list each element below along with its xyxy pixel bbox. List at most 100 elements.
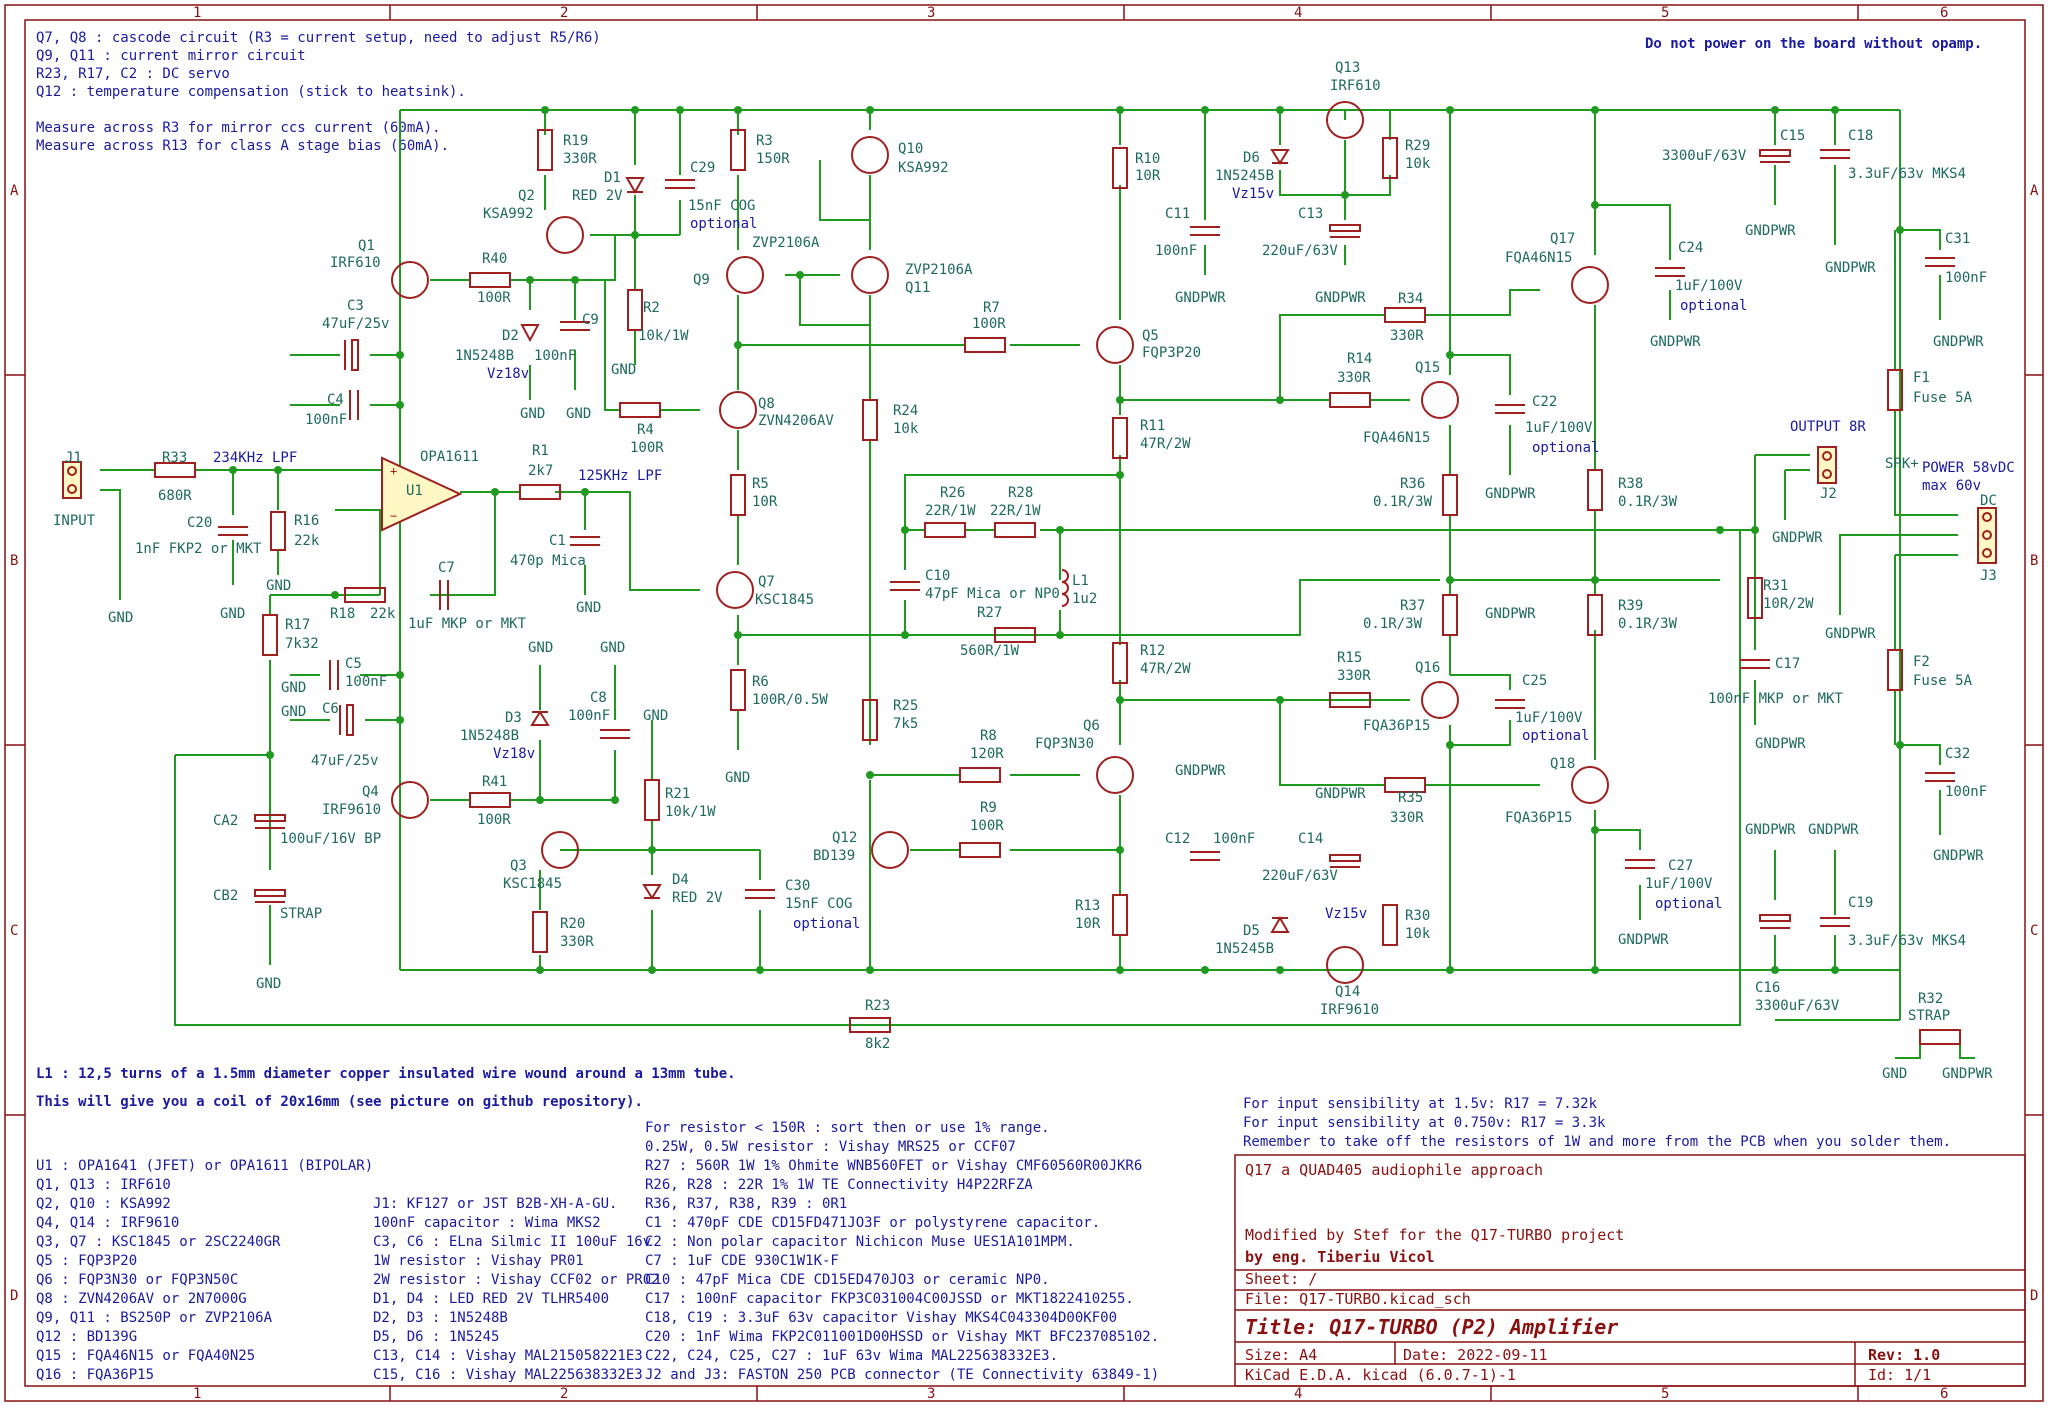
component-label: R29 [1405,138,1430,154]
component-label: FQA46N15 [1363,430,1430,446]
component-label: GND [725,770,750,786]
component-label: STRAP [1908,1008,1950,1024]
component-label: BD139 [813,848,855,864]
svg-text:Q5 : FQP3P20: Q5 : FQP3P20 [36,1253,137,1269]
component-label: L1 [1072,573,1089,589]
component-label: Q15 [1415,360,1440,376]
component-label: SPK+ [1885,456,1919,472]
component-label: 47uF/25v [322,316,389,332]
component-label: OUTPUT 8R [1790,419,1866,435]
component-label: ZVN4206AV [758,413,834,429]
component-label: Q9 [693,272,710,288]
component-label: 330R [563,151,597,167]
svg-text:C1 : 470pF CDE CD15FD471JO3F o: C1 : 470pF CDE CD15FD471JO3F or polystyr… [645,1215,1100,1231]
component-label: 470p Mica [510,553,586,569]
component-label: 10k [893,421,919,437]
component-label: optional [793,916,860,932]
component-label: C24 [1678,240,1703,256]
svg-text:U1 : OPA1641 (JFET) or OPA1611: U1 : OPA1641 (JFET) or OPA1611 (BIPOLAR) [36,1158,373,1174]
component-label: R23 [865,998,890,1014]
component-label: GNDPWR [1755,736,1806,752]
note-line: Q9, Q11 : current mirror circuit [36,48,306,64]
component-label: optional [1522,728,1589,744]
component-label: Q11 [905,280,930,296]
svg-text:R36, R37, R38, R39 : 0R1: R36, R37, R38, R39 : 0R1 [645,1196,847,1212]
component-label: FQP3N30 [1035,736,1094,752]
component-label: 3.3uF/63v MKS4 [1848,166,1966,182]
svg-text:R26, R28 : 22R 1% 1W TE Connec: R26, R28 : 22R 1% 1W TE Connectivity H4P… [645,1177,1033,1193]
frame-col-2: 2 [560,5,568,21]
component-label: 220uF/63V [1262,868,1338,884]
bom-column-1: U1 : OPA1641 (JFET) or OPA1611 (BIPOLAR)… [36,1158,373,1383]
frame-col-4-bottom: 4 [1294,1386,1302,1402]
component-label: U1 [406,483,423,499]
component-label: F1 [1913,370,1930,386]
component-label: 1N5245B [1215,168,1274,184]
component-label: 330R [560,934,594,950]
svg-text:Q3, Q7 : KSC1845 or 2SC2240GR: Q3, Q7 : KSC1845 or 2SC2240GR [36,1234,281,1250]
component-label: 1uF/100V [1525,420,1593,436]
bom-column-2: J1: KF127 or JST B2B-XH-A-GU. 100nF capa… [373,1196,660,1383]
component-label: J3 [1980,568,1997,584]
component-label: 1uF/100V [1645,876,1713,892]
frame-row-d-right: D [2030,1288,2038,1304]
opamp-u1 [381,456,463,532]
component-label: C31 [1945,231,1970,247]
component-label: R1 [532,443,549,459]
component-label: 100nF [1155,243,1197,259]
svg-text:Q9, Q11 : BS250P or ZVP2106A: Q9, Q11 : BS250P or ZVP2106A [36,1310,273,1326]
svg-text:Q1, Q13 : IRF610: Q1, Q13 : IRF610 [36,1177,171,1193]
component-label: 100nF [1945,784,1987,800]
svg-text:C10 : 47pF Mica CDE CD15ED470J: C10 : 47pF Mica CDE CD15ED470JO3 or cera… [645,1272,1050,1288]
component-label: Q3 [510,858,527,874]
component-label: 680R [158,488,192,504]
component-label: C20 [187,515,212,531]
component-label: R28 [1008,485,1033,501]
component-label: FQP3P20 [1142,345,1201,361]
component-label: Q8 [758,396,775,412]
component-label: 15nF COG [688,198,755,214]
warning-note: Do not power on the board without opamp. [1645,36,1982,52]
frame-row-c: C [10,923,18,939]
component-label: D6 [1243,150,1260,166]
component-label: GNDPWR [1485,606,1536,622]
component-label: C18 [1848,128,1873,144]
svg-text:Q4, Q14 : IRF9610: Q4, Q14 : IRF9610 [36,1215,179,1231]
component-label: FQA46N15 [1505,250,1572,266]
svg-text:For resistor < 150R : sort the: For resistor < 150R : sort then or use 1… [645,1120,1050,1136]
component-label: J1 [65,450,82,466]
component-label: CA2 [213,813,238,829]
tb-comment3: by eng. Tiberiu Vicol [1245,1248,1435,1266]
svg-text:C3, C6 : ELna Silmic II 100uF: C3, C6 : ELna Silmic II 100uF 16v [373,1234,651,1250]
component-label: KSA992 [898,160,949,176]
component-label: GND [1882,1066,1907,1082]
component-label: FQA36P15 [1505,810,1572,826]
component-label: 10R [1135,168,1161,184]
tb-rev: Rev: 1.0 [1868,1346,1940,1364]
frame-col-1: 1 [193,5,201,21]
component-label: R8 [980,728,997,744]
tb-size: Size: A4 [1245,1346,1317,1364]
component-label: DC [1980,493,1997,509]
connector-j3 [1977,507,1997,564]
component-label: 0.1R/3W [1363,616,1423,632]
svg-text:D2, D3 : 1N5248B: D2, D3 : 1N5248B [373,1310,508,1326]
component-label: C14 [1298,831,1323,847]
component-label: CB2 [213,888,238,904]
svg-text:C18, C19 : 3.3uF 63v capacitor: C18, C19 : 3.3uF 63v capacitor Vishay MK… [645,1310,1117,1326]
component-label: optional [1532,440,1599,456]
component-label: 100nF [1945,270,1987,286]
component-label: R40 [482,251,507,267]
component-label: GND [220,606,245,622]
component-label: C27 [1668,858,1693,874]
component-label: R21 [665,786,690,802]
component-label: D3 [505,710,522,726]
component-label: C29 [690,160,715,176]
component-label: 47pF Mica or NP0 [925,586,1060,602]
component-label: 1nF FKP2 or MKT [135,541,262,557]
component-label: GND [520,406,545,422]
component-label: C13 [1298,206,1323,222]
component-label: Q7 [758,574,775,590]
frame-col-2-bottom: 2 [560,1386,568,1402]
